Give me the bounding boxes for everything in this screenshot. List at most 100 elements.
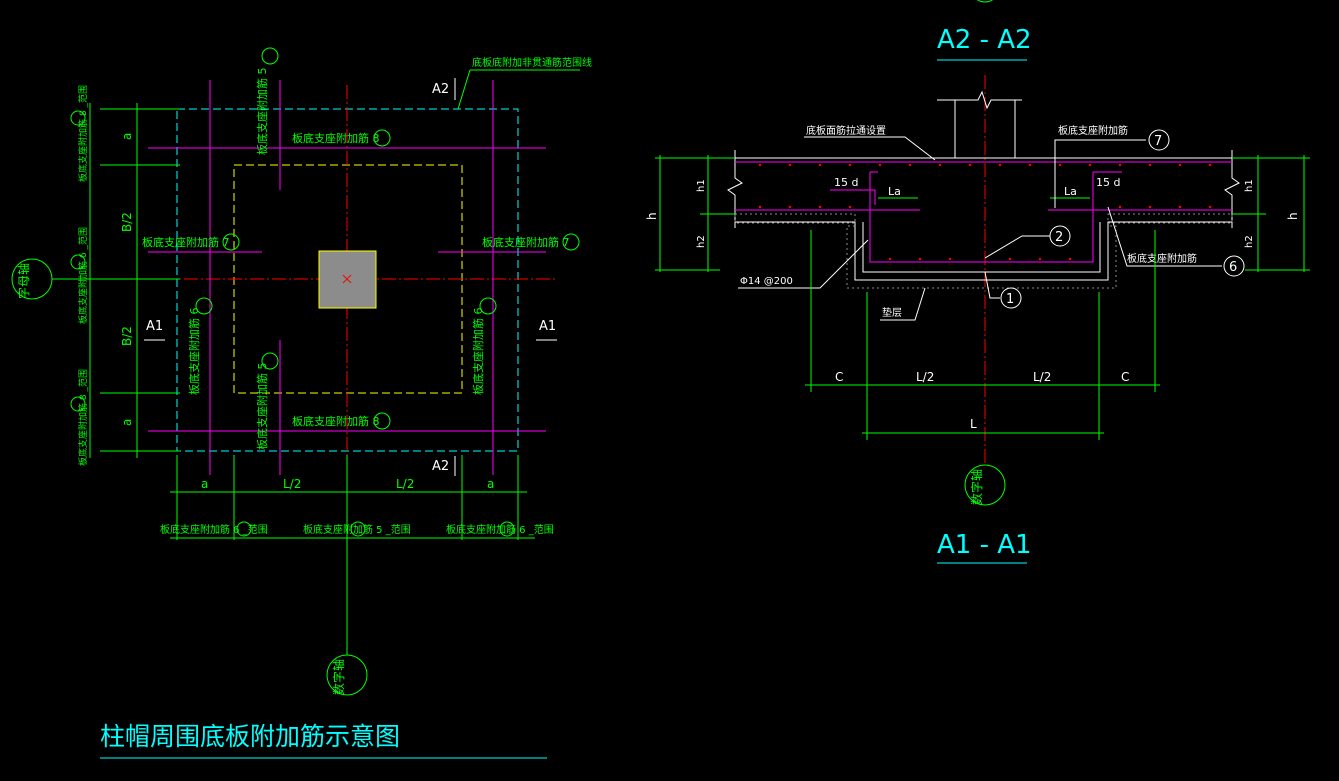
label-15d-right: 15 d — [1096, 176, 1120, 189]
plan-view: 板底支座附加筋 8 板底支座附加筋 8 板底支座附加筋 7 板底支座附加筋 7 … — [11, 47, 592, 759]
label-15d-left: 15 d — [834, 176, 858, 189]
dim-a-bottom-left: a — [201, 477, 208, 491]
note-rebar-seven: 板底支座附加筋 — [1058, 124, 1128, 137]
dim-b2-left-bottom: B/2 — [120, 326, 134, 346]
number-axis-circle-section — [964, 464, 1006, 506]
label-h2-left: h2 — [696, 235, 707, 248]
rebar-mark-5-top — [261, 47, 279, 65]
leader-cushion — [880, 287, 926, 321]
label-h1-right: h1 — [1244, 179, 1255, 192]
leader-mark-6 — [1107, 206, 1222, 267]
number-axis-circle-plan — [326, 654, 368, 696]
rebar-label-6-left: 板底支座附加筋 6 — [187, 308, 201, 396]
section-mark-a1-left: A1 — [146, 319, 163, 334]
boundary-note-leader — [457, 69, 471, 110]
rebar-label-7-right: 板底支座附加筋 7 — [482, 235, 570, 249]
top-axis-circle-partial — [976, 0, 994, 3]
rebar-mark-7-left — [222, 233, 240, 251]
dim-l2-right: L/2 — [1033, 370, 1051, 384]
letter-axis-label: 字母轴 — [16, 263, 31, 299]
note-rebar-six: 板底支座附加筋 — [1127, 252, 1197, 265]
dim-l2-bottom-right: L/2 — [396, 477, 414, 491]
rebar-mark-8-bottom — [373, 412, 391, 430]
rebar-mark-6-right — [479, 297, 497, 315]
slab-outline-bottom — [735, 221, 1232, 281]
dim-a-bottom-right: a — [487, 477, 494, 491]
section-mark-a2-bottom: A2 — [432, 459, 449, 474]
column-break-line — [937, 90, 1022, 110]
number-axis-label-section: 数字轴 — [969, 469, 984, 505]
range-label-7-left-mid: 板底支座附加筋 6 _范围 — [77, 227, 89, 324]
label-h-left: h — [645, 212, 659, 220]
mark-6 — [1223, 255, 1245, 277]
range-label-8-left-bottom: 板底支座附加筋 8 _范围 — [77, 369, 89, 466]
mark-1 — [1000, 287, 1022, 309]
label-cushion: 垫层 — [882, 306, 902, 319]
rebar-label-8-bottom: 板底支座附加筋 8 — [292, 414, 380, 428]
range-label-6-bottom-left: 板底支座附加筋 6 _范围 — [160, 523, 268, 536]
label-la-left: La — [888, 185, 901, 198]
dim-c-left: C — [835, 370, 843, 384]
letter-axis-circle — [11, 258, 53, 300]
dim-l2-bottom-left: L/2 — [283, 477, 301, 491]
boundary-note: 底板底附加非贯通筋范围线 — [472, 56, 592, 69]
range-mark-bottom-right — [499, 521, 515, 537]
rebar-mark-7-right — [562, 233, 580, 251]
mark-1-text: 1 — [1006, 292, 1014, 307]
slab-break-left — [727, 150, 743, 228]
range-mark-bottom-mid — [350, 521, 366, 537]
column-cross-2 — [342, 274, 352, 284]
drop-panel-rebar-left — [869, 172, 1094, 263]
note-top-rebar-continuous: 底板面筋拉通设置 — [806, 124, 886, 137]
section-mark-a1-right: A1 — [539, 319, 556, 334]
label-la-right: La — [1064, 185, 1077, 198]
plan-title: 柱帽周围底板附加筋示意图 — [100, 722, 400, 751]
range-mark-left-top — [70, 110, 86, 126]
section-view: A2 - A2 — [645, 0, 1310, 564]
rebar-label-7-left: 板底支座附加筋 7 — [142, 235, 230, 249]
label-h-right: h — [1286, 212, 1300, 220]
rebar-label-5-bottom: 板底支座附加筋 5 — [255, 363, 269, 451]
cushion-layer-drop — [846, 225, 1117, 289]
mark-2 — [1049, 225, 1071, 247]
drop-panel-inner — [862, 222, 1101, 273]
dim-a-left-top: a — [120, 133, 134, 140]
rebar-dots — [758, 163, 1212, 261]
label-h2-right: h2 — [1244, 235, 1255, 248]
label-phi14: Φ14 @200 — [740, 276, 793, 287]
range-mark-bottom-left — [236, 521, 252, 537]
mark-2-text: 2 — [1055, 230, 1063, 245]
rebar-label-8-top: 板底支座附加筋 8 — [292, 131, 380, 145]
range-mark-left-mid — [70, 254, 86, 270]
rebar-mark-6-left — [195, 297, 213, 315]
number-axis-label-plan: 数字轴 — [331, 659, 346, 695]
rebar-label-6-right: 板底支座附加筋 6 — [471, 308, 485, 396]
mark-7-text: 7 — [1154, 134, 1162, 149]
section-title-a1: A1 - A1 — [937, 530, 1032, 560]
rebar-mark-8-top — [373, 129, 391, 147]
rebar-label-5-top: 板底支座附加筋 5 — [255, 68, 269, 156]
dim-l: L — [970, 417, 977, 431]
label-h1-left: h1 — [696, 179, 707, 192]
dim-l2-left: L/2 — [916, 370, 934, 384]
leader-phi14 — [738, 239, 869, 289]
dim-a-left-bottom: a — [120, 419, 134, 426]
rebar-mark-5-bottom — [261, 352, 279, 370]
bracket-15d-left — [830, 189, 876, 205]
section-mark-a2-top: A2 — [432, 82, 449, 97]
range-mark-left-bottom — [70, 396, 86, 412]
dim-c-right: C — [1121, 370, 1129, 384]
dim-b2-left-top: B/2 — [120, 212, 134, 232]
slab-break-right — [1224, 150, 1240, 228]
mark-6-text: 6 — [1229, 260, 1237, 275]
leader-mark-2 — [984, 235, 1050, 259]
leader-mark-1 — [984, 271, 1000, 299]
cushion-layer-right — [1107, 213, 1233, 224]
mark-7 — [1148, 129, 1170, 151]
leader-rebar-seven — [1054, 139, 1146, 208]
cushion-layer-left — [734, 213, 856, 224]
range-label-5-bottom-mid: 板底支座附加筋 5 _范围 — [303, 523, 411, 536]
leader-top-note — [804, 136, 936, 161]
range-label-8-left-top: 板底支座附加筋 8 _范围 — [77, 85, 89, 182]
